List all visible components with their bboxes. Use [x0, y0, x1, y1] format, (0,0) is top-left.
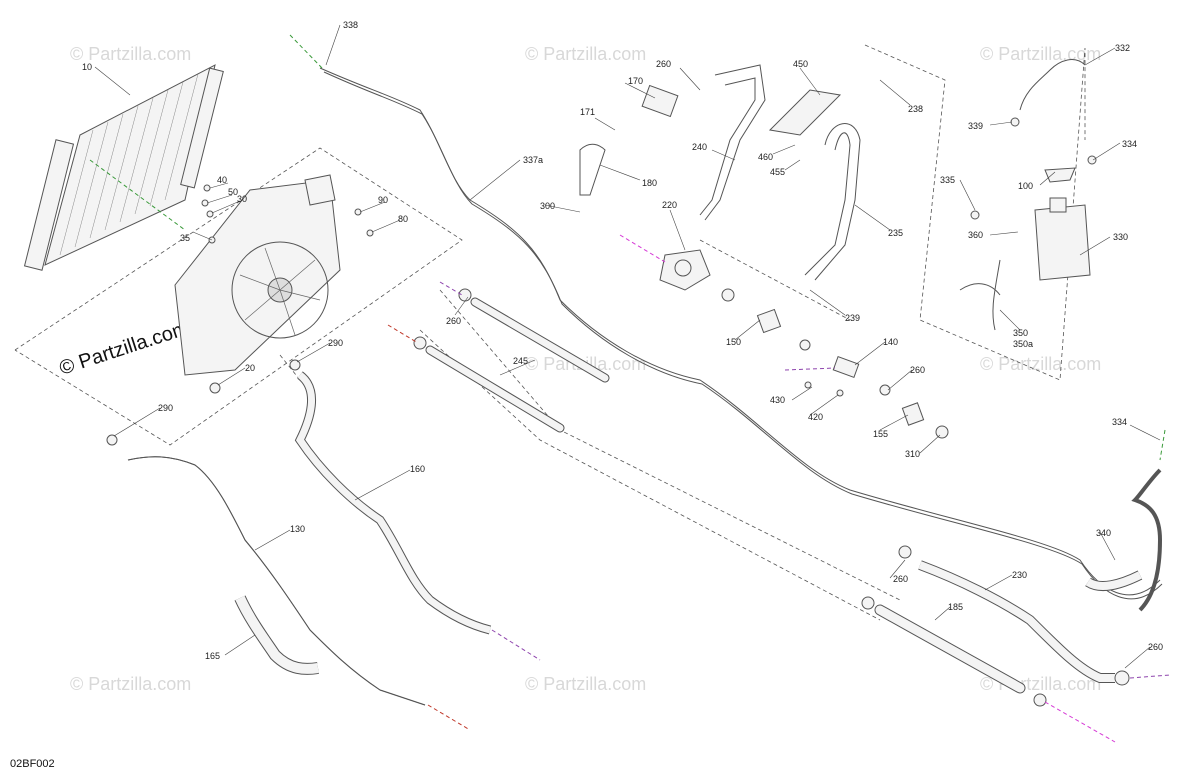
callout-155: 155 — [873, 429, 888, 439]
callout-310: 310 — [905, 449, 920, 459]
callout-220: 220 — [662, 200, 677, 210]
leader-lines — [94, 24, 1161, 669]
watermark: © Partzilla.com — [980, 354, 1101, 374]
callout-260: 260 — [656, 59, 671, 69]
callout-334: 334 — [1122, 139, 1137, 149]
diagram-code: 02BF002 — [10, 758, 55, 770]
mid-fittings — [721, 288, 949, 439]
callout-238: 238 — [908, 104, 923, 114]
callout-455: 455 — [770, 167, 785, 177]
callout-230: 230 — [1012, 570, 1027, 580]
callout-labels: 10 338 337a 260 170 171 180 240 450 460 … — [82, 20, 1163, 661]
callout-420: 420 — [808, 412, 823, 422]
callout-20: 20 — [245, 363, 255, 373]
callout-290: 290 — [328, 338, 343, 348]
callout-335: 335 — [940, 175, 955, 185]
callout-340: 340 — [1096, 528, 1111, 538]
callout-171: 171 — [580, 107, 595, 117]
callout-290: 290 — [158, 403, 173, 413]
callout-180: 180 — [642, 178, 657, 188]
callout-90: 90 — [378, 195, 388, 205]
upper-hoses — [579, 64, 861, 291]
callout-360: 360 — [968, 230, 983, 240]
callout-334: 334 — [1112, 417, 1127, 427]
watermark-large: © Partzilla.com — [57, 317, 192, 380]
callout-130: 130 — [290, 524, 305, 534]
callout-150: 150 — [726, 337, 741, 347]
callout-40: 40 — [217, 175, 227, 185]
callout-260: 260 — [446, 316, 461, 326]
callout-245: 245 — [513, 356, 528, 366]
expansion-tank — [959, 59, 1097, 331]
callout-140: 140 — [883, 337, 898, 347]
callout-350a: 350a — [1013, 339, 1033, 349]
callout-339: 339 — [968, 121, 983, 131]
callout-30: 30 — [237, 194, 247, 204]
watermark: © Partzilla.com — [70, 674, 191, 694]
callout-185: 185 — [948, 602, 963, 612]
pipes-245 — [387, 281, 610, 433]
callout-239: 239 — [845, 313, 860, 323]
callout-430: 430 — [770, 395, 785, 405]
callout-337a: 337a — [523, 155, 543, 165]
callout-260: 260 — [1148, 642, 1163, 652]
callout-460: 460 — [758, 152, 773, 162]
hardware — [106, 184, 374, 446]
callout-160: 160 — [410, 464, 425, 474]
fan-shroud — [174, 174, 341, 394]
water-pump — [659, 249, 711, 291]
callout-300: 300 — [540, 201, 555, 211]
watermark: © Partzilla.com — [525, 44, 646, 64]
callout-50: 50 — [228, 187, 238, 197]
callout-260: 260 — [893, 574, 908, 584]
callout-450: 450 — [793, 59, 808, 69]
callout-10: 10 — [82, 62, 92, 72]
callout-100: 100 — [1018, 181, 1033, 191]
callout-260: 260 — [910, 365, 925, 375]
callout-170: 170 — [628, 76, 643, 86]
callout-332: 332 — [1115, 43, 1130, 53]
watermark: © Partzilla.com — [980, 44, 1101, 64]
callout-350: 350 — [1013, 328, 1028, 338]
watermark: © Partzilla.com — [525, 674, 646, 694]
callout-330: 330 — [1113, 232, 1128, 242]
watermark: © Partzilla.com — [70, 44, 191, 64]
callout-80: 80 — [398, 214, 408, 224]
radiator — [23, 64, 224, 271]
callout-240: 240 — [692, 142, 707, 152]
callout-35: 35 — [180, 233, 190, 243]
callout-165: 165 — [205, 651, 220, 661]
callout-338: 338 — [343, 20, 358, 30]
callout-235: 235 — [888, 228, 903, 238]
